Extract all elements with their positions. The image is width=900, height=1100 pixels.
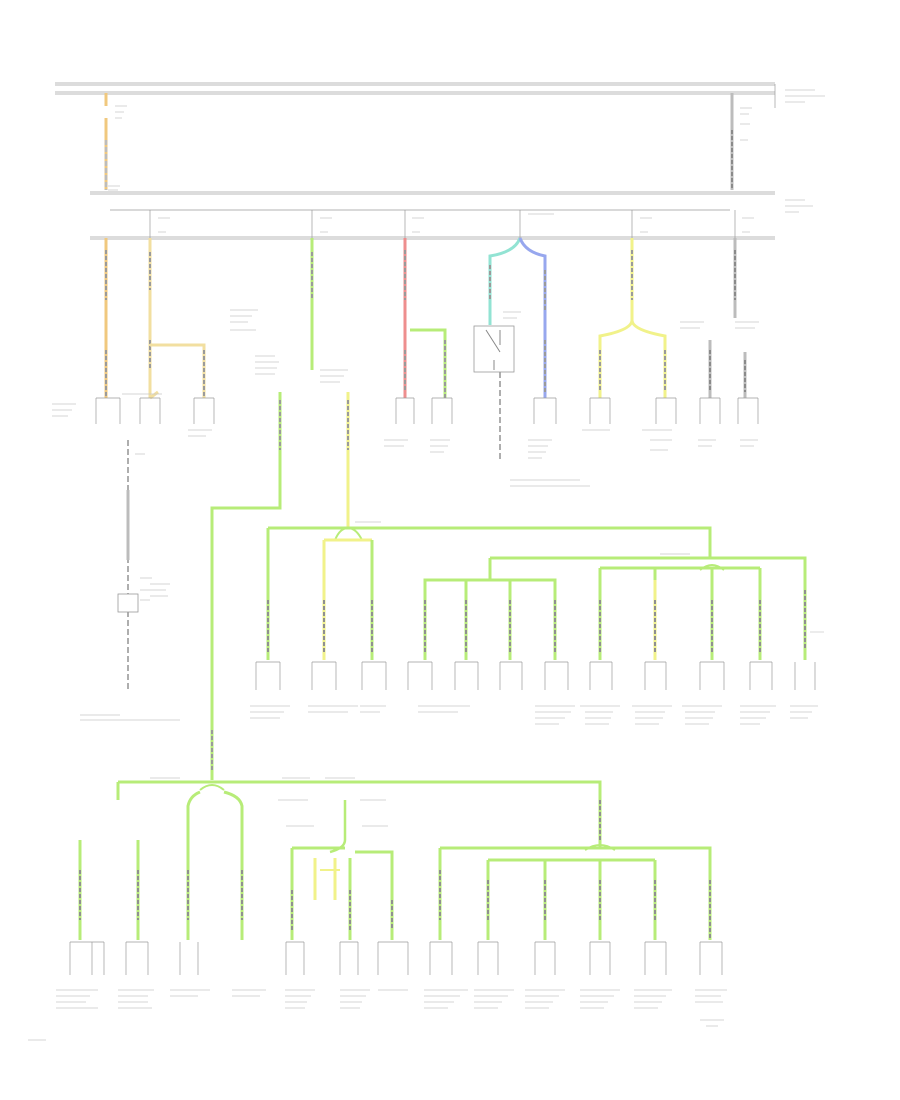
middle-connectors	[250, 661, 818, 725]
main-power-bus	[55, 82, 825, 108]
fuse-panel-bus	[90, 185, 813, 240]
lower-wire-markers	[79, 870, 711, 940]
green-trunk	[210, 392, 350, 780]
lower-connectors	[28, 941, 727, 1041]
upper-connectors	[52, 309, 759, 487]
door-switch-symbol	[473, 311, 521, 460]
middle-bus	[266, 521, 824, 660]
top-bus-feeds	[104, 93, 752, 190]
fuse-taps	[149, 210, 754, 238]
branch-wires-upper	[104, 237, 747, 400]
lower-bus	[78, 777, 712, 940]
left-ground-branch	[80, 440, 180, 721]
